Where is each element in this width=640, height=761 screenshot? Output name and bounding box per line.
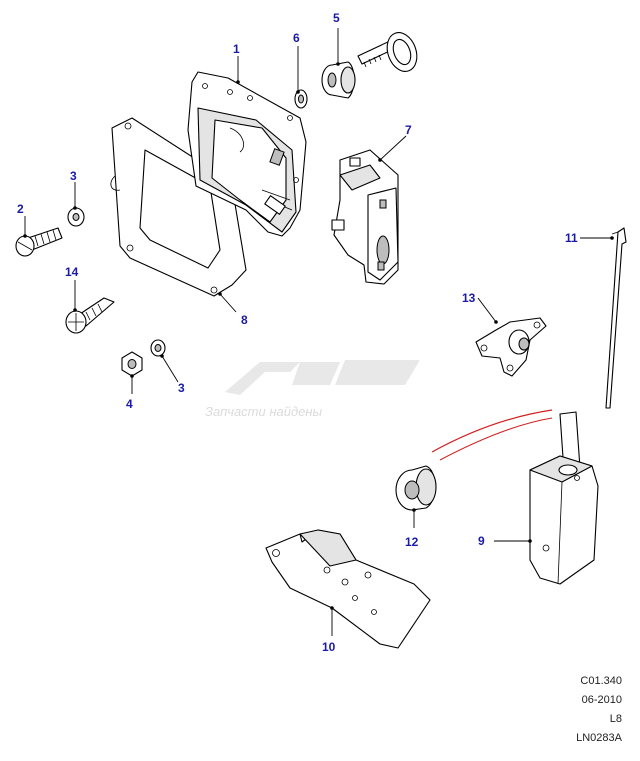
leader-lines [23, 28, 614, 636]
callout-6: 6 [293, 31, 300, 45]
part-1-latch-housing [187, 71, 307, 237]
callout-11: 11 [565, 231, 578, 245]
callout-3-lower: 3 [178, 381, 185, 395]
watermark-tagline: Запчасти найдены [205, 404, 323, 419]
callout-8: 8 [241, 313, 248, 327]
reference-model: L8 [609, 713, 622, 725]
watermark-logo: Запчасти найдены [205, 360, 420, 419]
part-11-rod [605, 227, 627, 409]
red-arc-2 [439, 417, 553, 461]
part-4-nut [121, 351, 143, 377]
callout-3-upper: 3 [70, 169, 77, 183]
reference-drawing: LN0283A [576, 732, 622, 744]
callout-5: 5 [333, 11, 340, 25]
part-5-lock-barrel [321, 61, 356, 99]
part-6-washer [294, 89, 308, 109]
part-2-screw [15, 227, 63, 257]
reference-date: 06-2010 [581, 694, 622, 706]
part-3-washer-lower [150, 339, 166, 357]
part-10-mounting-plate [265, 529, 431, 649]
callout-1: 1 [233, 42, 240, 56]
callout-13: 13 [462, 291, 476, 305]
reference-code: C01.340 [580, 675, 622, 687]
reference-block: C01.340 06-2010 L8 LN0283A [576, 672, 622, 748]
callout-14: 14 [65, 265, 79, 279]
part-9-actuator [529, 411, 599, 585]
part-12-bush [395, 465, 437, 511]
callout-10: 10 [322, 640, 336, 654]
part-14-tapping-screw [65, 297, 115, 334]
part-5-key [357, 32, 418, 72]
part-3-washer-upper [67, 207, 85, 227]
callout-4: 4 [126, 397, 133, 411]
part-8-gasket [110, 117, 247, 297]
callout-2: 2 [17, 202, 24, 216]
callout-labels: 1 2 3 4 5 6 7 8 9 10 11 12 13 14 3 [17, 11, 578, 654]
red-arc [431, 409, 553, 453]
part-13-bracket [475, 317, 547, 377]
callout-12: 12 [405, 535, 419, 549]
callout-9: 9 [478, 534, 485, 548]
part-7-latch-bracket [331, 149, 399, 285]
callout-7: 7 [405, 123, 412, 137]
